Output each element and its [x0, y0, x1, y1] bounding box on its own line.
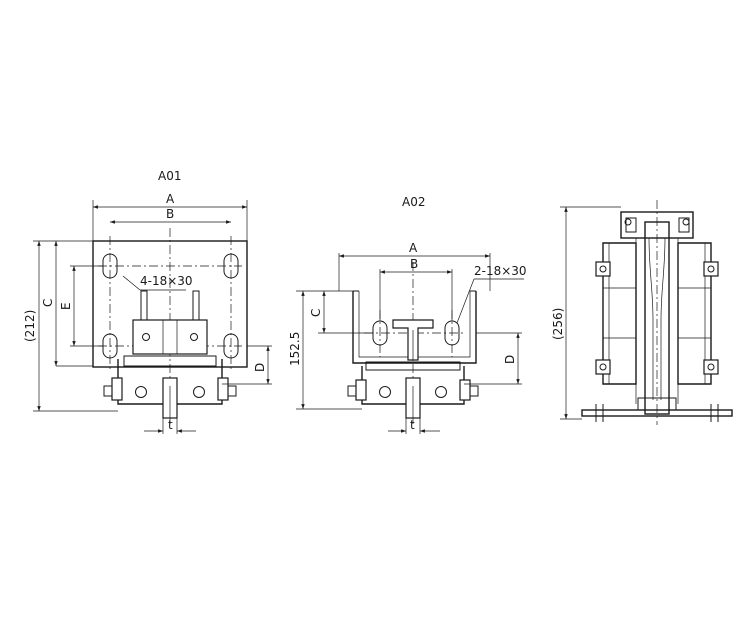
a01-title: A01 — [158, 169, 181, 183]
a01-bolt — [193, 386, 205, 398]
a01-dim-e: E — [59, 302, 73, 310]
a02-hole-spec: 2-18×30 — [474, 264, 527, 278]
a01-dim-212: (212) — [23, 310, 37, 342]
a02-title: A02 — [402, 195, 425, 209]
side-dim-256: (256) — [551, 308, 565, 340]
a01-slot-hole — [223, 333, 239, 359]
a01-hole-spec: 4-18×30 — [140, 274, 193, 288]
a02-dim-b: B — [410, 257, 418, 271]
side-center-column — [644, 221, 670, 415]
a01-dim-t: t — [168, 418, 173, 432]
a02-dim-d: D — [503, 355, 517, 364]
a01-dim-b: B — [166, 207, 174, 221]
a01-dim-d: D — [253, 363, 267, 372]
a01-guide-shoe — [132, 319, 208, 355]
a02-dim-a: A — [409, 241, 418, 255]
view-side: (256) — [551, 200, 733, 425]
view-a01: A01 A B 4-18×30 (212) C E D t — [23, 169, 272, 434]
a02-dim-c: C — [309, 309, 323, 317]
a01-bolt — [135, 386, 147, 398]
a01-dim-a: A — [166, 192, 175, 206]
a02-dim-t: t — [410, 418, 415, 432]
view-a02: A02 A B 2-18×30 152.5 C D t — [288, 195, 527, 434]
a02-bolt — [379, 386, 391, 398]
a02-bolt — [435, 386, 447, 398]
a01-dim-c: C — [41, 299, 55, 307]
a01-slot-hole — [223, 253, 239, 279]
a02-dim-152: 152.5 — [288, 332, 302, 366]
